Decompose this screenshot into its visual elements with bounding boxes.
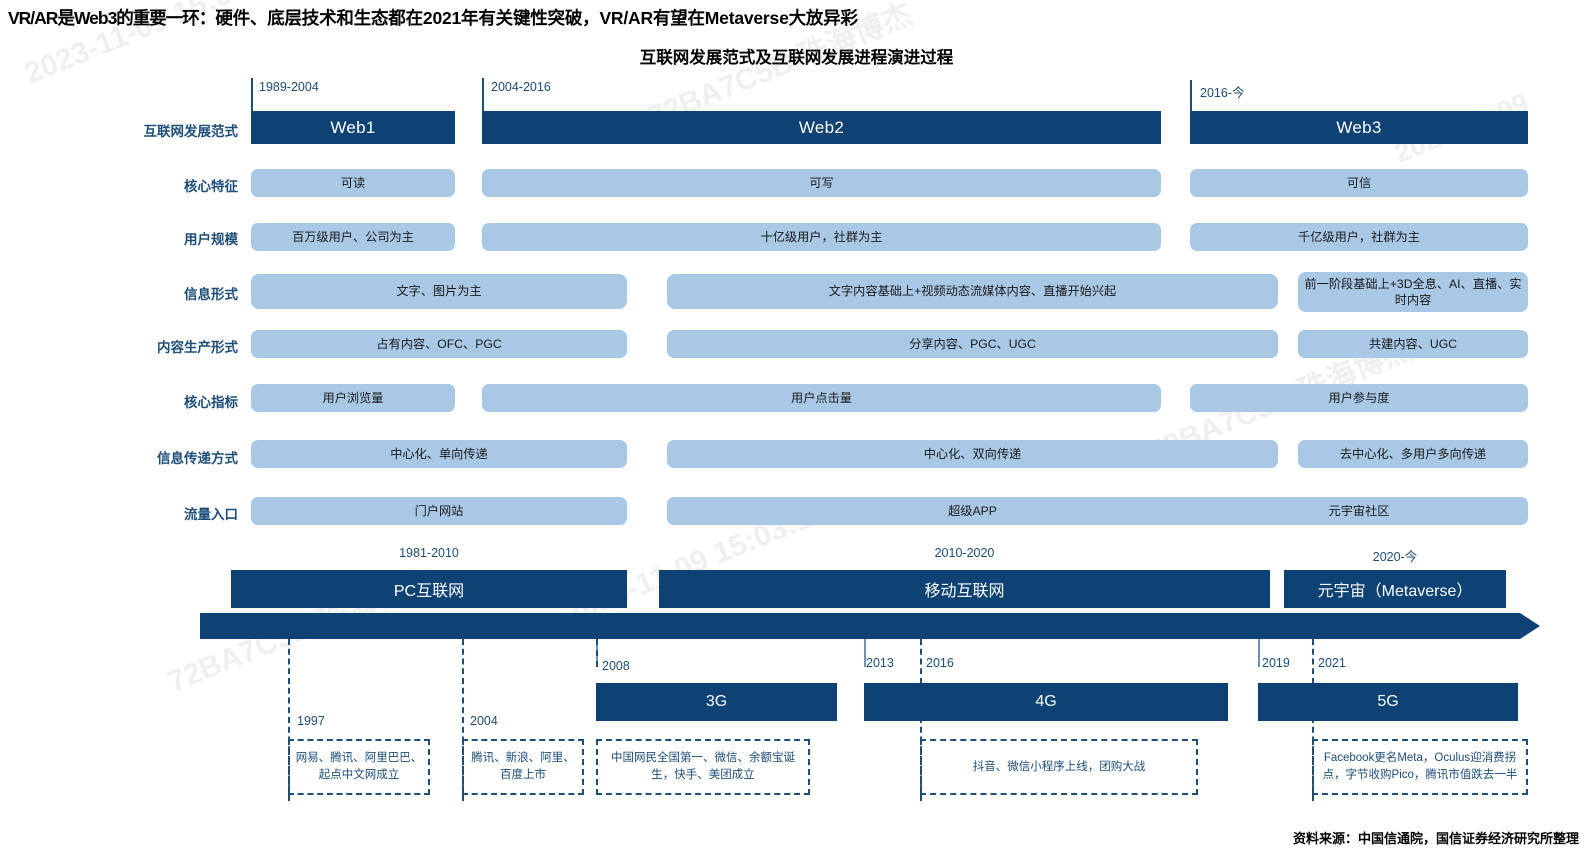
cell-core-metric-web1: 用户浏览量: [251, 384, 455, 412]
cell-transmission-web1: 中心化、单向传递: [251, 440, 627, 468]
era-period-web1: 1989-2004: [259, 80, 319, 94]
cell-content-prod-web3: 共建内容、UGC: [1298, 330, 1528, 358]
cell-traffic-entry-web1: 门户网站: [251, 497, 627, 525]
row-label-user-scale: 用户规模: [184, 232, 238, 247]
timeline-axis: [200, 613, 1520, 639]
year-label-2021: 2021: [1318, 656, 1346, 670]
row-label-info-form: 信息形式: [184, 287, 238, 302]
cell-content-prod-web2: 分享内容、PGC、UGC: [667, 330, 1278, 358]
year-label-2004: 2004: [470, 714, 498, 728]
source-note: 资料来源：中国信通院，国信证券经济研究所整理: [1292, 831, 1579, 846]
cell-user-scale-web3: 千亿级用户，社群为主: [1190, 223, 1528, 251]
year-label-1997: 1997: [297, 714, 325, 728]
cell-content-prod-web1: 占有内容、OFC、PGC: [251, 330, 627, 358]
page-headline: VR/AR是Web3的重要一环：硬件、底层技术和生态都在2021年有关键性突破，…: [8, 5, 858, 30]
event-box-2013: 抖音、微信小程序上线，团购大战: [920, 739, 1198, 795]
timeline-axis-arrowhead: [1520, 613, 1540, 639]
era-header-web1: Web1: [251, 111, 455, 144]
row-label-core-metric: 核心指标: [184, 395, 238, 410]
cell-user-scale-web1: 百万级用户、公司为主: [251, 223, 455, 251]
generation-bar-3g: 3G: [596, 683, 837, 721]
tick-line-1997: [288, 639, 290, 801]
phase-period-pc: 1981-2010: [399, 546, 459, 560]
era-period-web2: 2004-2016: [491, 80, 551, 94]
cell-core-feature-web3: 可信: [1190, 169, 1528, 197]
cell-traffic-entry-web3: 元宇宙社区: [1190, 497, 1528, 525]
era-rule-web1: [251, 78, 253, 112]
row-label-core-feature: 核心特征: [184, 179, 238, 194]
era-header-web2: Web2: [482, 111, 1161, 144]
year-label-2016: 2016: [926, 656, 954, 670]
generation-bar-5g: 5G: [1258, 683, 1518, 721]
year-label-2013: 2013: [866, 656, 894, 670]
year-label-2019: 2019: [1262, 656, 1290, 670]
chart-title: 互联网发展范式及互联网发展进程演进过程: [639, 49, 954, 67]
generation-bar-4g: 4G: [864, 683, 1228, 721]
era-period-web3: 2016-今: [1200, 86, 1245, 100]
phase-period-mobile: 2010-2020: [934, 546, 995, 560]
cell-transmission-web3: 去中心化、多用户多向传递: [1298, 440, 1528, 468]
phase-bar-pc: PC互联网: [231, 570, 627, 608]
cell-info-form-web1: 文字、图片为主: [251, 274, 627, 309]
row-label-content-prod: 内容生产形式: [157, 340, 238, 355]
event-box-2019: Facebook更名Meta，Oculus迎消费拐点，字节收购Pico，腾讯市值…: [1312, 739, 1528, 795]
tick-line-2019: [1258, 639, 1260, 667]
cell-traffic-entry-web2: 超级APP: [667, 497, 1278, 525]
tick-line-2008: [596, 639, 598, 667]
headline-lead: VR/AR是Web3的重要一环：: [8, 8, 216, 28]
cell-user-scale-web2: 十亿级用户，社群为主: [482, 223, 1161, 251]
event-box-2008: 中国网民全国第一、微信、余额宝诞生，快手、美团成立: [596, 739, 810, 795]
era-header-web3: Web3: [1190, 111, 1528, 144]
phase-period-metaverse: 2020-今: [1372, 550, 1418, 564]
row-label-paradigm: 互联网发展范式: [143, 124, 239, 139]
event-box-1997: 网易、腾讯、阿里巴巴、起点中文网成立: [288, 739, 430, 795]
cell-core-feature-web1: 可读: [251, 169, 455, 197]
cell-core-feature-web2: 可写: [482, 169, 1161, 197]
phase-bar-metaverse: 元宇宙（Metaverse）: [1284, 570, 1506, 608]
headline-rest: 硬件、底层技术和生态都在2021年有关键性突破，VR/AR有望在Metavers…: [215, 8, 858, 28]
cell-core-metric-web3: 用户参与度: [1190, 384, 1528, 412]
cell-info-form-web3: 前一阶段基础上+3D全息、AI、直播、实时内容: [1298, 272, 1528, 312]
row-label-traffic-entry: 流量入口: [184, 507, 238, 522]
tick-line-2004: [462, 639, 464, 801]
phase-bar-mobile: 移动互联网: [659, 570, 1270, 608]
tick-line-2013: [864, 639, 866, 667]
cell-info-form-web2: 文字内容基础上+视频动态流媒体内容、直播开始兴起: [667, 274, 1278, 309]
era-rule-web3: [1190, 80, 1192, 114]
year-label-2008: 2008: [602, 659, 630, 673]
row-label-transmission: 信息传递方式: [157, 451, 238, 466]
cell-transmission-web2: 中心化、双向传递: [667, 440, 1278, 468]
era-rule-web2: [482, 78, 484, 112]
cell-core-metric-web2: 用户点击量: [482, 384, 1161, 412]
event-box-2004: 腾讯、新浪、阿里、百度上市: [462, 739, 584, 795]
